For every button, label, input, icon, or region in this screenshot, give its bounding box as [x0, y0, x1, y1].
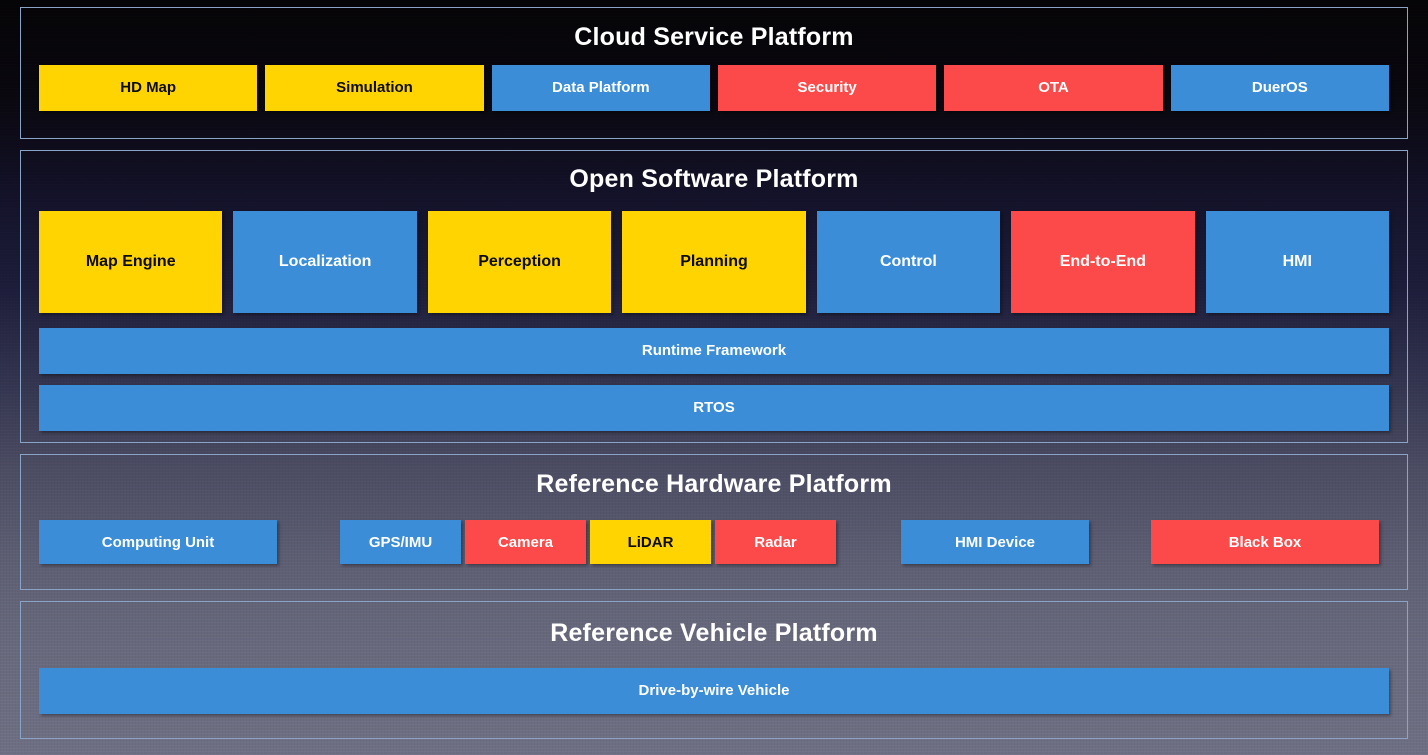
hardware-box-radar[interactable]: Radar — [715, 520, 836, 565]
software-box-planning[interactable]: Planning — [622, 210, 806, 313]
layer-panel-reference-hardware-platform: Reference Hardware Platform Computing Un… — [20, 454, 1408, 591]
software-box-localization[interactable]: Localization — [233, 210, 417, 313]
cloud-box-hd-map[interactable]: HD Map — [39, 65, 258, 111]
layer-title-open-software-platform: Open Software Platform — [569, 164, 859, 193]
cloud-service-box-row: HD Map Simulation Data Platform Security… — [39, 65, 1389, 111]
hardware-box-row: Computing Unit GPS/IMU Camera LiDAR Rada… — [39, 520, 1389, 565]
cloud-box-security[interactable]: Security — [717, 65, 937, 111]
software-module-row: Map Engine Localization Perception Plann… — [39, 210, 1389, 313]
software-box-end-to-end[interactable]: End-to-End — [1011, 210, 1195, 313]
hardware-sensor-group: GPS/IMU Camera LiDAR Radar — [340, 520, 836, 565]
hardware-box-hmi-device[interactable]: HMI Device — [901, 520, 1089, 565]
hardware-box-camera[interactable]: Camera — [465, 520, 586, 565]
layer-panel-reference-vehicle-platform: Reference Vehicle Platform Drive-by-wire… — [20, 601, 1408, 739]
layer-title-reference-vehicle-platform: Reference Vehicle Platform — [550, 619, 878, 648]
cloud-box-data-platform[interactable]: Data Platform — [491, 65, 710, 111]
software-box-map-engine[interactable]: Map Engine — [39, 210, 223, 313]
cloud-box-simulation[interactable]: Simulation — [265, 65, 484, 111]
hardware-box-computing-unit[interactable]: Computing Unit — [39, 520, 277, 565]
layer-panel-open-software-platform: Open Software Platform Map Engine Locali… — [20, 149, 1408, 444]
layer-panel-cloud-service-platform: Cloud Service Platform HD Map Simulation… — [20, 7, 1408, 139]
layer-title-cloud-service-platform: Cloud Service Platform — [574, 23, 854, 51]
layer-title-reference-hardware-platform: Reference Hardware Platform — [536, 470, 892, 499]
hardware-box-black-box[interactable]: Black Box — [1151, 520, 1379, 565]
cloud-box-dueros[interactable]: DuerOS — [1170, 65, 1389, 111]
hardware-box-lidar[interactable]: LiDAR — [590, 520, 711, 565]
software-bar-runtime-framework[interactable]: Runtime Framework — [39, 327, 1389, 374]
vehicle-bar-drive-by-wire-vehicle[interactable]: Drive-by-wire Vehicle — [39, 668, 1389, 715]
software-box-perception[interactable]: Perception — [427, 210, 612, 313]
software-box-hmi[interactable]: HMI — [1205, 210, 1389, 313]
cloud-box-ota[interactable]: OTA — [944, 65, 1163, 111]
software-bar-rtos[interactable]: RTOS — [39, 384, 1389, 431]
software-box-control[interactable]: Control — [816, 210, 1001, 313]
hardware-box-gps-imu[interactable]: GPS/IMU — [340, 520, 461, 565]
